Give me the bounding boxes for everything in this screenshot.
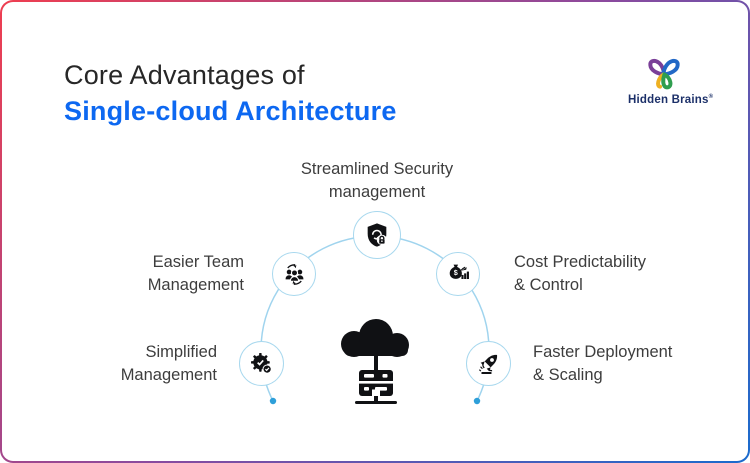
node-team (272, 252, 316, 296)
money-growth-icon: $ (449, 264, 469, 279)
label-security: Streamlined Security management (300, 160, 454, 201)
label-management: Simplified Management (120, 343, 217, 384)
label-deployment: Faster Deployment & Scaling (533, 343, 673, 384)
node-cost: $ (436, 252, 480, 296)
rocket-icon (478, 354, 498, 374)
gear-check-icon (251, 353, 272, 374)
shield-lock-icon (367, 223, 388, 247)
brand-name: Hidden Brains® (628, 94, 714, 106)
label-team: Easier Team Management (147, 253, 244, 294)
label-cost: Cost Predictability & Control (514, 253, 647, 294)
node-security (353, 211, 401, 259)
registered-mark: ® (708, 94, 714, 101)
page-title: Core Advantages of Single-cloud Architec… (64, 57, 397, 130)
arc-endpoint-dot-right (473, 397, 481, 405)
svg-text:$: $ (453, 268, 457, 277)
hidden-brains-knot-icon (648, 58, 680, 90)
title-line1: Core Advantages of (64, 60, 305, 90)
title-line2: Single-cloud Architecture (64, 96, 397, 126)
cloud-server-icon (341, 319, 409, 404)
node-deployment (466, 341, 511, 386)
node-management (239, 341, 284, 386)
brand-logo: Hidden Brains® (628, 52, 714, 106)
team-sync-icon (285, 263, 303, 285)
arc-endpoint-dot-left (269, 397, 277, 405)
